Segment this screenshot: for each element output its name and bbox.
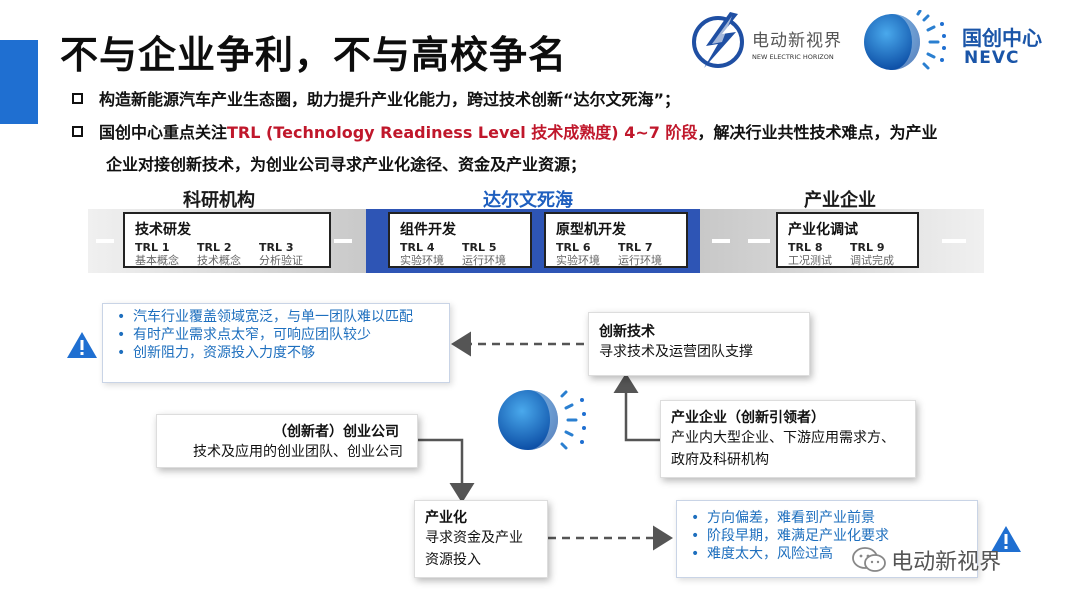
- box-body: 技术及应用的创业团队、创业公司: [193, 444, 403, 460]
- trl-level: TRL 6: [556, 241, 591, 254]
- risk-item: 汽车行业覆盖领域宽泛，与单一团队难以匹配: [109, 308, 443, 326]
- trl-desc: 分析验证: [259, 254, 303, 267]
- box-body: 寻求技术及运营团队支撑: [599, 344, 753, 360]
- risk-list-right: 方向偏差，难看到产业前景 阶段早期，难满足产业化要求 难度太大，风险过高: [676, 500, 978, 578]
- evh-logo-en: NEW ELECTRIC HORIZON: [752, 53, 834, 61]
- box-title: 创新技术: [599, 324, 655, 340]
- evh-logo-cn: 电动新视界: [752, 31, 842, 51]
- evh-lightning-icon: [692, 12, 744, 68]
- stage-name: 技术研发: [135, 222, 191, 238]
- stage-name: 组件开发: [400, 222, 456, 238]
- nevc-globe-icon: [864, 10, 946, 70]
- bullet-2-line2: 企业对接创新技术，为创业公司寻求产业化途径、资金及产业资源；: [106, 155, 587, 174]
- bullet-2: 国创中心重点关注TRL (Technology Readiness Level …: [72, 119, 937, 143]
- bullet-1-text: 构造新能源汽车产业生态圈，助力提升产业化能力，跨过技术创新“达尔文死海”；: [99, 90, 681, 109]
- box-title: 产业企业（创新引领者）: [671, 410, 825, 426]
- trl-desc: 调试完成: [850, 254, 894, 267]
- trl-level: TRL 3: [259, 241, 294, 254]
- risk-item: 有时产业需求点太窄，可响应团队较少: [109, 326, 443, 344]
- box-body: 产业内大型企业、下游应用需求方、政府及科研机构: [671, 430, 895, 468]
- stage-name: 产业化调试: [788, 222, 858, 238]
- trl-desc: 运行环境: [462, 254, 506, 267]
- bullet-2-pre: 国创中心重点关注: [99, 123, 228, 142]
- box-body: 寻求资金及产业资源投入: [425, 530, 523, 568]
- stage-name: 原型机开发: [556, 222, 626, 238]
- band-dash: [712, 239, 730, 243]
- risk-item: 创新阻力，资源投入力度不够: [109, 344, 443, 362]
- trl-desc: 工况测试: [788, 254, 832, 267]
- nevc-logo: 国创中心 NEVC: [858, 10, 1068, 74]
- watermark: 电动新视界: [852, 544, 1001, 576]
- trl-level: TRL 5: [462, 241, 497, 254]
- nevc-logo-cn: 国创中心: [962, 26, 1042, 50]
- trl-desc: 实验环境: [400, 254, 444, 267]
- trl-desc: 运行环境: [618, 254, 662, 267]
- arrow-startup-to-industrial: [418, 438, 475, 503]
- wechat-icon: [852, 547, 886, 572]
- band-dash: [942, 239, 966, 243]
- trl-header-research: 科研机构: [183, 190, 255, 211]
- flow-industrial-box: 产业化 寻求资金及产业资源投入: [414, 500, 548, 578]
- flow-innovation-box: 创新技术 寻求技术及运营团队支撑: [588, 312, 810, 376]
- trl-level: TRL 9: [850, 241, 885, 254]
- warning-icon: [991, 526, 1021, 552]
- box-title: 产业化: [425, 510, 467, 526]
- bullet-1: 构造新能源汽车产业生态圈，助力提升产业化能力，跨过技术创新“达尔文死海”；: [72, 86, 680, 110]
- nevc-logo-en: NEVC: [964, 48, 1020, 68]
- trl-level: TRL 4: [400, 241, 435, 254]
- trl-header-darwin: 达尔文死海: [483, 190, 573, 211]
- bullet-2-post: ，解决行业共性技术难点，为产业: [697, 123, 938, 142]
- band-dash: [96, 239, 114, 243]
- band-dash: [748, 239, 770, 243]
- trl-level: TRL 2: [197, 241, 232, 254]
- watermark-text: 电动新视界: [891, 550, 1002, 575]
- box-title: （创新者）创业公司: [273, 424, 399, 440]
- trl-header-industry: 产业企业: [804, 190, 876, 211]
- trl-level: TRL 8: [788, 241, 823, 254]
- bullet-2-highlight: TRL (Technology Readiness Level 技术成熟度) 4…: [227, 123, 698, 142]
- band-dash: [334, 239, 352, 243]
- risk-list-left: 汽车行业覆盖领域宽泛，与单一团队难以匹配 有时产业需求点太窄，可响应团队较少 创…: [102, 303, 450, 383]
- trl-desc: 基本概念: [135, 254, 179, 267]
- risk-item: 阶段早期，难满足产业化要求: [683, 527, 971, 545]
- trl-desc: 实验环境: [556, 254, 600, 267]
- warning-icon: [67, 332, 97, 358]
- trl-level: TRL 1: [135, 241, 170, 254]
- square-bullet-icon: [72, 93, 83, 104]
- flow-startup-box: （创新者）创业公司 技术及应用的创业团队、创业公司: [156, 414, 418, 468]
- flow-enterprise-box: 产业企业（创新引领者） 产业内大型企业、下游应用需求方、政府及科研机构: [660, 400, 916, 478]
- evh-logo: 电动新视界 NEW ELECTRIC HORIZON: [686, 10, 856, 70]
- slide-title: 不与企业争利，不与高校争名: [60, 33, 568, 77]
- title-accent-bar: [0, 40, 38, 124]
- trl-level: TRL 7: [618, 241, 653, 254]
- risk-item: 难度太大，风险过高: [683, 545, 971, 563]
- square-bullet-icon: [72, 126, 83, 137]
- nevc-globe-center-icon: [498, 390, 586, 450]
- trl-desc: 技术概念: [197, 254, 241, 267]
- risk-item: 方向偏差，难看到产业前景: [683, 509, 971, 527]
